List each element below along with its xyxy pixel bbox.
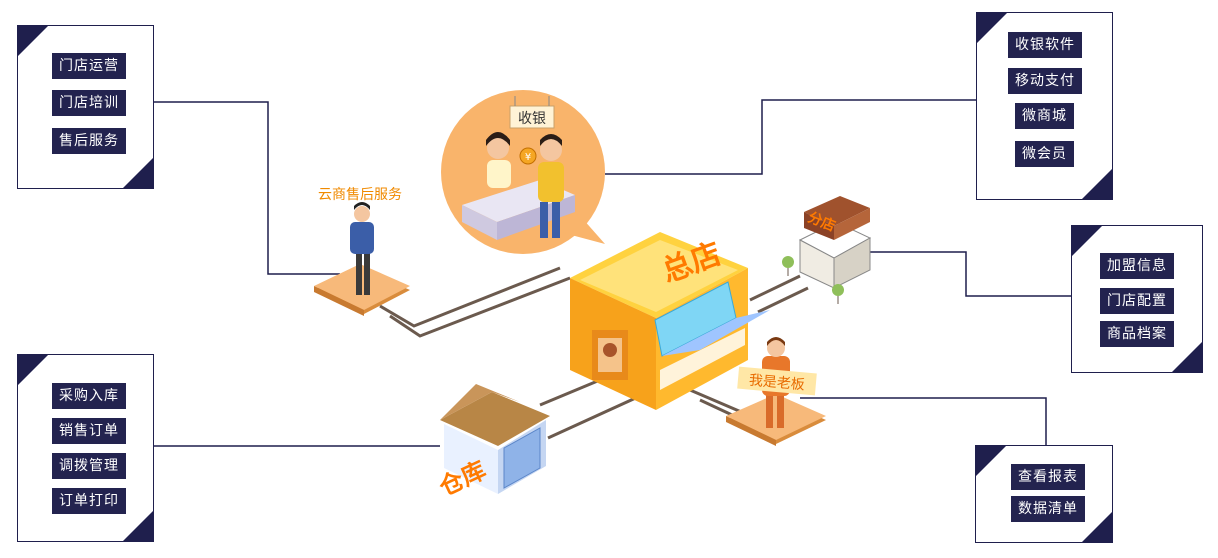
tag-data-list[interactable]: 数据清单: [1011, 496, 1085, 522]
tag-order-printing[interactable]: 订单打印: [52, 488, 126, 514]
tag-franchise-info[interactable]: 加盟信息: [1100, 253, 1174, 279]
tag-view-reports[interactable]: 查看报表: [1011, 464, 1085, 490]
tag-store-training[interactable]: 门店培训: [52, 90, 126, 116]
warehouse-building: 仓库: [434, 384, 550, 502]
tag-micro-member[interactable]: 微会员: [1015, 141, 1074, 167]
connector-lines: [154, 99, 1072, 447]
hq-building: 总店: [570, 232, 770, 410]
boss-sign-text: 我是老板: [748, 373, 805, 394]
panel-warehouse-features: 采购入库 销售订单 调拨管理 订单打印: [17, 354, 154, 542]
tag-product-archive[interactable]: 商品档案: [1100, 321, 1174, 347]
boss-platform: 我是老板: [726, 337, 826, 446]
cashier-sign-text: 收银: [518, 111, 546, 127]
road-lines: [379, 266, 809, 440]
tag-micro-mall[interactable]: 微商城: [1015, 103, 1074, 129]
tag-sales-order[interactable]: 销售订单: [52, 418, 126, 444]
tag-cashier-software[interactable]: 收银软件: [1008, 32, 1082, 58]
tag-mobile-payment[interactable]: 移动支付: [1008, 68, 1082, 94]
after-sales-label: 云商售后服务: [318, 187, 402, 203]
panel-store-operations: 门店运营 门店培训 售后服务: [17, 25, 154, 189]
tag-store-config[interactable]: 门店配置: [1100, 288, 1174, 314]
tag-purchase-inbound[interactable]: 采购入库: [52, 383, 126, 409]
tag-transfer-management[interactable]: 调拨管理: [52, 453, 126, 479]
panel-cashier-features: 收银软件 移动支付 微商城 微会员: [976, 12, 1113, 200]
panel-boss-features: 查看报表 数据清单: [975, 445, 1113, 543]
branch-building: 分店: [782, 196, 872, 304]
tag-after-sales[interactable]: 售后服务: [52, 128, 126, 154]
panel-branch-features: 加盟信息 门店配置 商品档案: [1071, 225, 1203, 373]
currency-symbol: ¥: [525, 152, 531, 163]
after-sales-platform: [314, 202, 410, 316]
cashier-bubble: 收银 ¥: [441, 90, 605, 254]
tag-store-operations[interactable]: 门店运营: [52, 53, 126, 79]
